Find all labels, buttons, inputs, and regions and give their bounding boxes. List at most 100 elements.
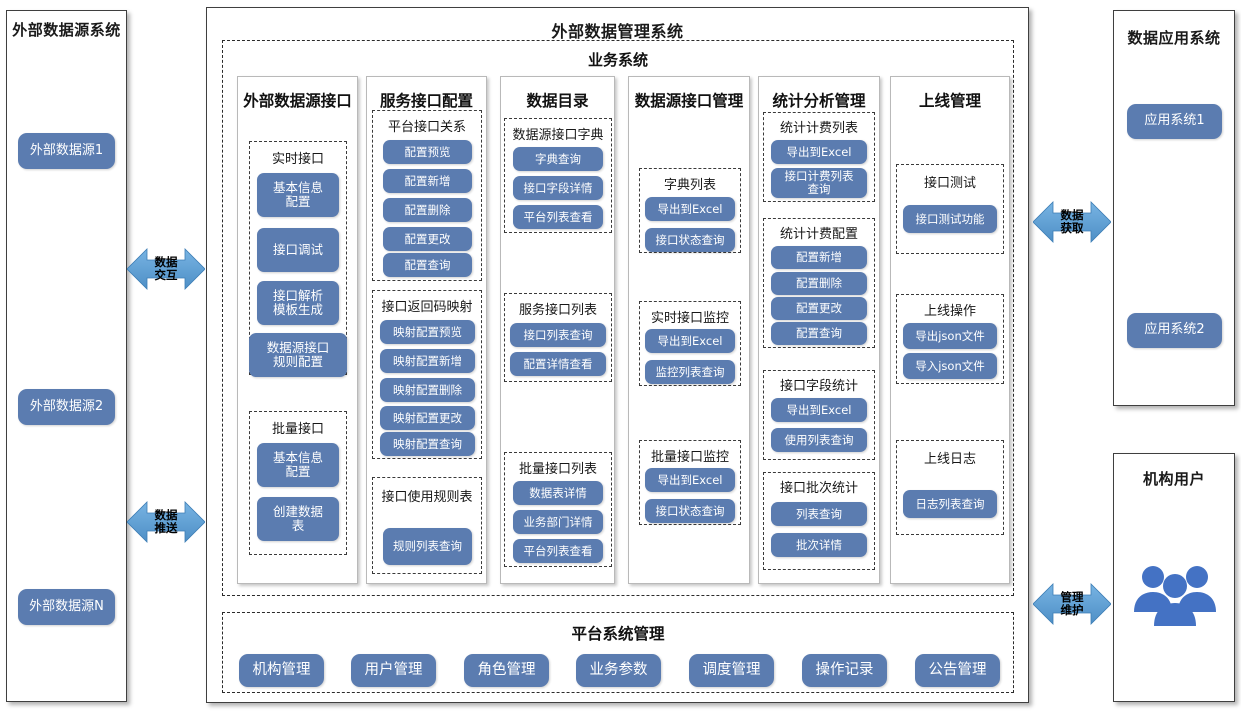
group-interface-usage-rule-table-title: 接口使用规则表: [381, 490, 473, 505]
platform-system-management-box: 平台系统管理: [222, 612, 1014, 693]
btn-dictionary-query[interactable]: 字典查询: [513, 147, 603, 171]
group-platform-interface-relation-title: 平台接口关系: [387, 120, 466, 135]
btn-business-params[interactable]: 业务参数: [576, 654, 661, 687]
btn-billing-config-delete[interactable]: 配置删除: [771, 272, 867, 295]
btn-operation-records[interactable]: 操作记录: [802, 654, 887, 687]
btn-batch-list-query[interactable]: 列表查询: [771, 502, 867, 526]
right-panel-2-title: 机构用户: [1142, 470, 1205, 488]
group-online-operation: 上线操作: [896, 294, 1004, 384]
group-interface-test-title: 接口测试: [923, 176, 976, 191]
btn-export-excel-realtime[interactable]: 导出到Excel: [645, 329, 735, 353]
btn-export-json-file[interactable]: 导出json文件: [903, 323, 997, 349]
group-interface-field-statistics: 接口字段统计: [763, 370, 875, 460]
btn-config-preview[interactable]: 配置预览: [383, 140, 472, 164]
btn-rule-list-query[interactable]: 规则列表查询: [383, 528, 472, 565]
btn-log-list-query[interactable]: 日志列表查询: [903, 490, 997, 518]
group-billing-statistics-config-title: 统计计费配置: [779, 227, 858, 242]
group-interface-return-code-mapping: 接口返回码映射: [372, 290, 482, 459]
btn-basic-info-config-realtime[interactable]: 基本信息 配置: [257, 173, 339, 217]
btn-org-management[interactable]: 机构管理: [239, 654, 324, 687]
column-2-title: 服务接口配置: [379, 92, 473, 110]
data-fetch-arrow-label: 数据 获取: [1060, 207, 1084, 235]
btn-create-data-table[interactable]: 创建数据 表: [257, 497, 339, 541]
btn-interface-status-query-dict[interactable]: 接口状态查询: [645, 228, 735, 252]
right-panel-1-title: 数据应用系统: [1127, 29, 1221, 47]
btn-user-management[interactable]: 用户管理: [351, 654, 436, 687]
btn-mapping-config-modify[interactable]: 映射配置更改: [380, 406, 475, 430]
group-batch-interface-title: 批量接口: [271, 422, 324, 437]
btn-announcement-management[interactable]: 公告管理: [915, 654, 1000, 687]
group-interface-batch-statistics-title: 接口批次统计: [779, 481, 858, 496]
group-interface-batch-statistics: 接口批次统计: [763, 472, 875, 570]
btn-datasource-interface-rule-config[interactable]: 数据源接口 规则配置: [249, 333, 347, 377]
btn-interface-field-detail[interactable]: 接口字段详情: [513, 176, 603, 200]
manage-maintain-arrow: 管理 维护: [1033, 578, 1111, 630]
btn-billing-config-query[interactable]: 配置查询: [771, 322, 867, 345]
btn-export-excel-dict[interactable]: 导出到Excel: [645, 197, 735, 221]
btn-mapping-config-delete[interactable]: 映射配置删除: [380, 378, 475, 402]
group-dictionary-list: 字典列表: [639, 168, 741, 253]
btn-billing-config-modify[interactable]: 配置更改: [771, 297, 867, 320]
group-platform-interface-relation: 平台接口关系: [372, 110, 482, 281]
btn-monitor-list-query[interactable]: 监控列表查询: [645, 360, 735, 384]
group-batch-interface-list-title: 批量接口列表: [518, 462, 597, 477]
btn-interface-list-query[interactable]: 接口列表查询: [510, 323, 606, 347]
group-online-operation-title: 上线操作: [923, 304, 976, 319]
external-data-source-2-button[interactable]: 外部数据源2: [18, 389, 115, 425]
group-batch-interface: 批量接口: [249, 411, 347, 555]
group-billing-statistics-list-title: 统计计费列表: [779, 121, 858, 136]
group-service-interface-list: 服务接口列表: [504, 293, 612, 382]
application-system-2-button[interactable]: 应用系统2: [1127, 313, 1222, 348]
btn-billing-config-add[interactable]: 配置新增: [771, 246, 867, 269]
application-system-1-button[interactable]: 应用系统1: [1127, 104, 1222, 139]
external-data-source-1-button[interactable]: 外部数据源1: [18, 133, 115, 169]
btn-schedule-management[interactable]: 调度管理: [689, 654, 774, 687]
btn-import-json-file[interactable]: 导入json文件: [903, 353, 997, 379]
business-system-title: 业务系统: [587, 51, 648, 69]
btn-export-excel-billing[interactable]: 导出到Excel: [771, 140, 867, 164]
data-push-arrow: 数据 推送: [127, 496, 205, 548]
btn-platform-list-view-dict[interactable]: 平台列表查看: [513, 205, 603, 229]
external-data-source-n-button[interactable]: 外部数据源N: [18, 589, 115, 625]
btn-config-add[interactable]: 配置新增: [383, 169, 472, 193]
btn-export-excel-field[interactable]: 导出到Excel: [771, 398, 867, 422]
column-6-title: 上线管理: [918, 92, 981, 110]
data-exchange-arrow-label: 数据 交互: [154, 254, 178, 282]
btn-role-management[interactable]: 角色管理: [464, 654, 549, 687]
group-datasource-interface-dictionary: 数据源接口字典: [504, 118, 612, 233]
btn-interface-parse-template[interactable]: 接口解析 模板生成: [257, 281, 339, 325]
btn-interface-test-function[interactable]: 接口测试功能: [903, 205, 997, 233]
btn-mapping-config-preview[interactable]: 映射配置预览: [380, 320, 475, 344]
group-realtime-interface-monitor-title: 实时接口监控: [650, 311, 729, 326]
main-panel-title: 外部数据管理系统: [551, 22, 684, 41]
group-billing-statistics-list: 统计计费列表: [763, 112, 875, 202]
btn-config-detail-view[interactable]: 配置详情查看: [510, 352, 606, 376]
group-interface-return-code-mapping-title: 接口返回码映射: [381, 300, 473, 315]
group-online-log-title: 上线日志: [923, 452, 976, 467]
group-interface-test: 接口测试: [896, 164, 1004, 254]
btn-data-table-detail[interactable]: 数据表详情: [513, 481, 603, 505]
btn-usage-list-query[interactable]: 使用列表查询: [771, 428, 867, 452]
btn-basic-info-config-batch[interactable]: 基本信息 配置: [257, 443, 339, 487]
column-1-title: 外部数据源接口: [243, 92, 352, 110]
group-batch-interface-list: 批量接口列表: [504, 452, 612, 567]
data-exchange-arrow: 数据 交互: [127, 243, 205, 295]
external-data-source-system-panel: 外部数据源系统: [6, 10, 127, 702]
group-batch-interface-monitor: 批量接口监控: [639, 440, 741, 525]
btn-batch-detail[interactable]: 批次详情: [771, 533, 867, 557]
btn-platform-list-view-batch[interactable]: 平台列表查看: [513, 539, 603, 563]
group-dictionary-list-title: 字典列表: [663, 178, 716, 193]
btn-interface-status-query-batch[interactable]: 接口状态查询: [645, 499, 735, 523]
btn-config-modify[interactable]: 配置更改: [383, 227, 472, 251]
btn-interface-billing-list-query[interactable]: 接口计费列表 查询: [771, 168, 867, 198]
btn-interface-debug[interactable]: 接口调试: [257, 228, 339, 272]
btn-mapping-config-query[interactable]: 映射配置查询: [380, 432, 475, 456]
btn-business-dept-detail[interactable]: 业务部门详情: [513, 510, 603, 534]
btn-export-excel-batch[interactable]: 导出到Excel: [645, 468, 735, 492]
btn-mapping-config-add[interactable]: 映射配置新增: [380, 349, 475, 373]
btn-config-delete[interactable]: 配置删除: [383, 198, 472, 222]
btn-config-query[interactable]: 配置查询: [383, 253, 472, 277]
group-interface-field-statistics-title: 接口字段统计: [779, 379, 858, 394]
column-3-title: 数据目录: [526, 92, 589, 110]
group-batch-interface-monitor-title: 批量接口监控: [650, 450, 729, 465]
